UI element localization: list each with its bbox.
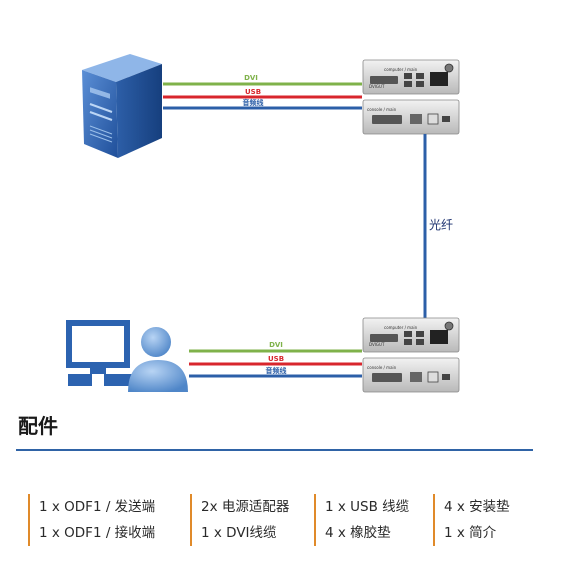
receiver-device: computer / main DVIGUT console / main bbox=[362, 317, 460, 393]
device-label-text: console / main bbox=[367, 107, 397, 112]
accessory-item: 1 x ODF1 / 发送端 bbox=[39, 499, 156, 515]
accessory-column: 1 x USB 线缆 4 x 橡胶垫 bbox=[314, 494, 409, 546]
transmitter-device: computer / main DVIGUT console / main bbox=[362, 59, 460, 135]
device-label-text: computer / main bbox=[384, 67, 418, 72]
device-label-text: DVIGUT bbox=[369, 84, 385, 89]
cable-label-usb-bottom: USB bbox=[268, 355, 284, 363]
cable-label-audio-top: 音频线 bbox=[243, 98, 264, 107]
accessory-item: 1 x DVI线缆 bbox=[201, 525, 277, 541]
accessory-column: 2x 电源适配器 1 x DVI线缆 bbox=[190, 494, 289, 546]
accessory-item: 4 x 安装垫 bbox=[444, 499, 510, 515]
accessory-item: 1 x ODF1 / 接收端 bbox=[39, 525, 156, 541]
accessory-item: 1 x 简介 bbox=[444, 525, 497, 541]
cable-label-usb-top: USB bbox=[245, 88, 261, 96]
device-label-text: computer / main bbox=[384, 325, 418, 330]
device-label-text: DVIGUT bbox=[369, 342, 385, 347]
server-tower-icon bbox=[82, 54, 162, 158]
accessory-item: 2x 电源适配器 bbox=[201, 499, 290, 515]
accessory-column: 1 x ODF1 / 发送端 1 x ODF1 / 接收端 bbox=[28, 494, 155, 546]
cable-label-dvi-bottom: DVI bbox=[269, 341, 283, 349]
accessory-column: 4 x 安装垫 1 x 简介 bbox=[433, 494, 510, 546]
device-label-text: console / main bbox=[367, 365, 397, 370]
cable-label-dvi-top: DVI bbox=[244, 74, 258, 82]
monitor-icon bbox=[66, 320, 134, 386]
accessory-item: 4 x 橡胶垫 bbox=[325, 525, 391, 541]
accessory-item: 1 x USB 线缆 bbox=[325, 499, 410, 515]
cable-label-audio-bottom: 音频线 bbox=[266, 366, 287, 375]
fiber-label: 光纤 bbox=[429, 218, 453, 232]
user-person-icon bbox=[128, 327, 188, 392]
connection-diagram: DVI USB 音频线 computer / main DVIGUT conso… bbox=[66, 54, 460, 393]
section-divider bbox=[16, 449, 533, 451]
accessories-title: 配件 bbox=[18, 414, 58, 438]
